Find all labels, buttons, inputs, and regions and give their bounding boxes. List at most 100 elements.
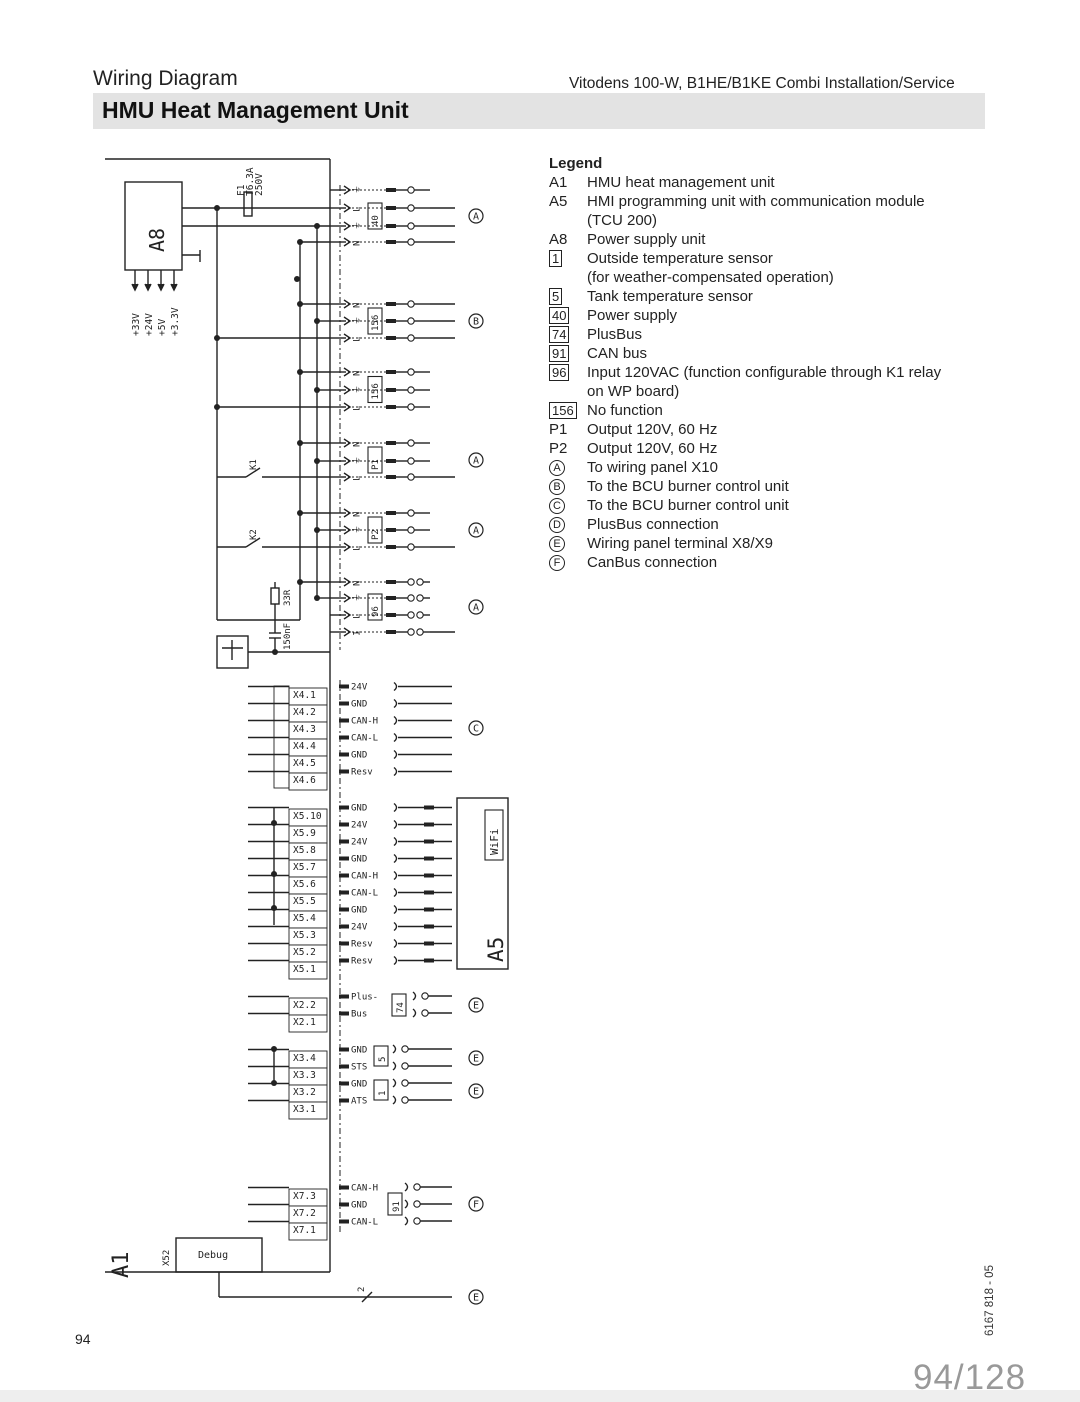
legend-item: A5 HMI programming unit with communicatio… xyxy=(549,192,989,211)
terminal-pin xyxy=(339,1185,349,1190)
legend-text: To wiring panel X10 xyxy=(587,459,718,476)
connector-symbol xyxy=(393,904,398,915)
page-indicator: 94/128 xyxy=(913,1358,1027,1397)
connector-symbol xyxy=(393,802,398,813)
debug-connector-label: X52 xyxy=(162,1250,172,1266)
component-box-label: 40 xyxy=(371,215,381,226)
connector-terminal xyxy=(407,222,415,230)
terminal-pin xyxy=(386,319,396,323)
section-title: Wiring Diagram xyxy=(93,67,238,90)
junction-dot xyxy=(297,239,303,245)
legend-key: A xyxy=(549,458,587,477)
pin-label: ⏚ xyxy=(352,221,363,230)
terminal-pin xyxy=(339,958,349,963)
power-supply-label: A8 xyxy=(145,228,169,252)
legend-item: 96 Input 120VAC (function configurable th… xyxy=(549,363,989,382)
connection-ref-letter: A xyxy=(473,526,479,537)
connector-symbol xyxy=(392,1061,397,1071)
component-box xyxy=(387,1192,403,1216)
signal-label: GND xyxy=(351,700,367,710)
junction-dot xyxy=(214,335,220,341)
terminal-pin xyxy=(339,701,349,706)
junction-dot xyxy=(297,301,303,307)
fuse-rating: T6.3A xyxy=(245,167,256,196)
terminal-pin xyxy=(386,475,396,479)
terminal-pin xyxy=(386,336,396,340)
terminal-pin xyxy=(339,1098,349,1103)
relay-contact xyxy=(245,537,261,548)
legend-text: Input 120VAC (function configurable thro… xyxy=(587,364,942,381)
junction-dot xyxy=(297,579,303,585)
connector-terminal xyxy=(407,611,415,619)
terminal-pin xyxy=(424,890,434,895)
legend-key: 156 xyxy=(549,401,587,420)
connection-ref-circle xyxy=(468,1196,484,1212)
legend-text: Power supply unit xyxy=(587,231,706,248)
junction-dot xyxy=(314,318,320,324)
terminal-pin xyxy=(339,1081,349,1086)
signal-label: CAN-H xyxy=(351,872,378,882)
connection-ref-letter: F xyxy=(473,1200,479,1211)
legend-text: (for weather-compensated operation) xyxy=(587,269,834,286)
terminal-pin xyxy=(339,907,349,912)
terminal-label: X5.4 xyxy=(293,913,316,924)
connector-terminal xyxy=(407,457,415,465)
component-box xyxy=(367,593,383,621)
terminal-pin xyxy=(339,752,349,757)
signal-label: GND xyxy=(351,1201,367,1211)
document-title: Vitodens 100-W, B1HE/B1KE Combi Installa… xyxy=(569,75,955,92)
signal-label: 24V xyxy=(351,923,368,933)
legend-text: Wiring panel terminal X8/X9 xyxy=(587,535,773,552)
legend-text: Output 120V, 60 Hz xyxy=(587,421,718,438)
legend-key-text: 5 xyxy=(549,288,563,305)
terminal-label: X4.1 xyxy=(293,690,316,701)
legend-key-text: 91 xyxy=(549,345,570,362)
legend-key: 96 xyxy=(549,363,587,382)
legend-text: PlusBus connection xyxy=(587,516,719,533)
terminal-pin xyxy=(386,596,396,600)
legend-key: A1 xyxy=(549,173,587,192)
connector-terminal xyxy=(421,992,429,1000)
terminal-label: X3.1 xyxy=(293,1104,316,1115)
terminal-label: X5.7 xyxy=(293,862,316,873)
debug-label: Debug xyxy=(198,1250,228,1261)
terminal-label: X2.2 xyxy=(293,1000,316,1011)
component-box xyxy=(367,446,383,474)
terminal-label: X7.1 xyxy=(293,1225,316,1236)
terminal-pin xyxy=(424,941,434,946)
pin-label: ⏚ xyxy=(352,593,363,602)
connection-ref-circle xyxy=(468,522,484,538)
pin-label: ⏚ xyxy=(352,316,363,325)
pin-label: N xyxy=(353,371,363,376)
terminal-pin xyxy=(339,718,349,723)
component-box-label: 74 xyxy=(396,1002,406,1013)
signal-label: Resv xyxy=(351,940,373,950)
terminal-pin xyxy=(386,511,396,515)
legend-text: (TCU 200) xyxy=(587,212,658,229)
connection-ref-letter: E xyxy=(473,1087,479,1098)
connector-terminal xyxy=(407,238,415,246)
terminal-label: X7.2 xyxy=(293,1208,316,1219)
hmi-label: A5 xyxy=(484,937,508,962)
arrow-head xyxy=(170,283,178,292)
terminal-pin xyxy=(339,890,349,895)
legend-key-text: A xyxy=(549,459,565,476)
connection-ref-circle xyxy=(468,1083,484,1099)
legend-key-text: 96 xyxy=(549,364,570,381)
legend-key-text: A5 xyxy=(549,193,568,210)
pin-label: L xyxy=(353,614,363,619)
connector-terminal xyxy=(407,204,415,212)
signal-label: Resv xyxy=(351,957,373,967)
connection-ref-letter: A xyxy=(473,212,479,223)
legend-text: HMI programming unit with communication … xyxy=(587,193,925,210)
terminal-label: X5.9 xyxy=(293,828,316,839)
connector-symbol xyxy=(404,1199,409,1209)
connector-terminal xyxy=(407,317,415,325)
terminal-pin xyxy=(386,580,396,584)
fuse xyxy=(243,191,253,217)
pin-label: N xyxy=(353,581,363,586)
